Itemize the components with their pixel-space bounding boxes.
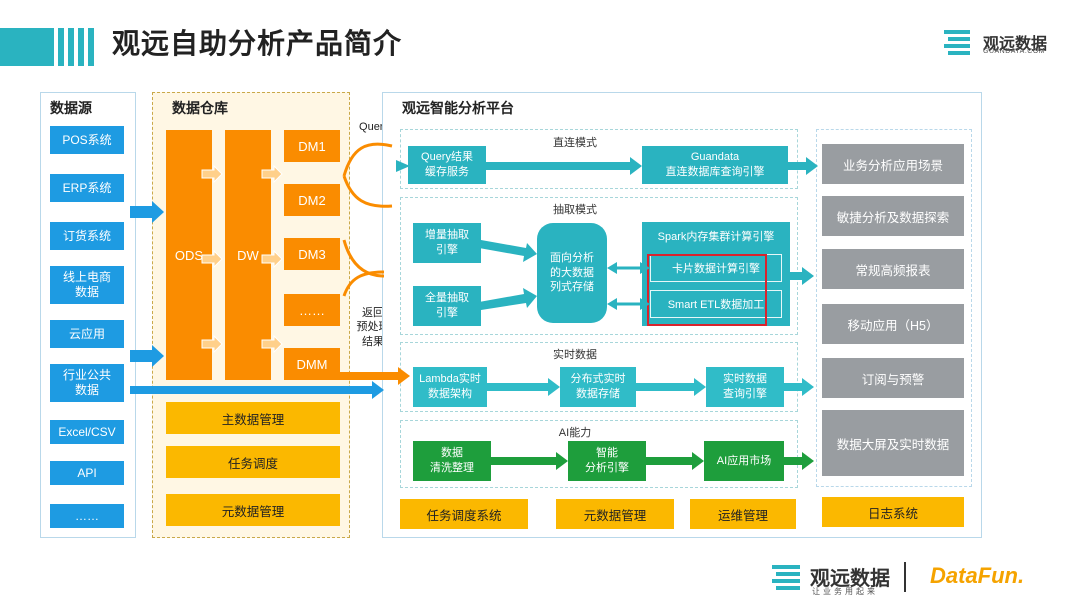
source-item: 线上电商 数据 (50, 266, 124, 304)
card-compute-engine: 卡片数据计算引擎 (650, 254, 782, 282)
task-scheduling: 任务调度 (166, 446, 340, 478)
platform-metadata-management: 元数据管理 (556, 499, 674, 529)
ai-app-market: AI应用市场 (704, 441, 784, 481)
datafun-logo: DataFun. (930, 563, 1025, 588)
distributed-storage: 分布式实时 数据存储 (560, 367, 636, 407)
spark-engine-label: Spark内存集群计算引擎 (657, 231, 775, 243)
dm-block: …… (284, 294, 340, 326)
source-bypass-arrow (130, 381, 384, 399)
guandata-logo-icon (944, 28, 974, 58)
source-item: 订货系统 (50, 222, 124, 250)
ai-label: AI能力 (558, 427, 592, 439)
app-item: 常规高频报表 (822, 249, 964, 289)
source-item: Excel/CSV (50, 420, 124, 444)
extract-mode-label: 抽取模式 (553, 204, 597, 216)
app-item: 敏捷分析及数据探索 (822, 196, 964, 236)
task-scheduling-system: 任务调度系统 (400, 499, 528, 529)
app-item: 业务分析应用场景 (822, 144, 964, 184)
source-item: …… (50, 504, 124, 528)
footer-slogan: 让业务用起来 (812, 587, 878, 596)
full-extract-engine: 全量抽取 引擎 (413, 286, 481, 326)
columnar-storage: 面向分析 的大数据 列式存储 (537, 223, 607, 323)
realtime-query-engine: 实时数据 查询引擎 (706, 367, 784, 407)
warehouse-title: 数据仓库 (172, 100, 228, 116)
platform-title: 观远智能分析平台 (402, 100, 514, 116)
query-label: Query (359, 121, 389, 133)
dm-block: DMM (284, 348, 340, 380)
dm-block: DM1 (284, 130, 340, 162)
app-item: 移动应用（H5） (822, 304, 964, 344)
ai-panel (400, 420, 798, 488)
footer-divider (904, 562, 906, 592)
direct-query-engine: Guandata 直连数据库查询引擎 (642, 146, 788, 184)
return-label: 返回 预处理 结果 (356, 307, 390, 348)
smart-etl: Smart ETL数据加工 (650, 290, 782, 318)
page-title: 观远自助分析产品简介 (112, 28, 403, 59)
app-item: 数据大屏及实时数据 (822, 410, 964, 476)
realtime-label: 实时数据 (553, 349, 597, 361)
sources-title: 数据源 (50, 100, 92, 116)
source-item: 云应用 (50, 320, 124, 348)
query-curve (342, 142, 393, 177)
master-data-management: 主数据管理 (166, 402, 340, 434)
log-system: 日志系统 (822, 497, 964, 527)
app-item: 订阅与预警 (822, 358, 964, 398)
source-item: API (50, 461, 124, 485)
dm-block: DM3 (284, 238, 340, 270)
dm-block: DM2 (284, 184, 340, 216)
source-item: POS系统 (50, 126, 124, 154)
return-curve (342, 270, 385, 297)
dmm-arrow (340, 367, 410, 385)
ops-management: 运维管理 (690, 499, 796, 529)
query-curve (342, 175, 393, 208)
source-item: 行业公共 数据 (50, 364, 124, 402)
source-item: ERP系统 (50, 174, 124, 202)
logo-name: 观远数据 (983, 36, 1048, 53)
return-curve (342, 239, 385, 278)
direct-mode-panel (400, 129, 798, 189)
footer-logo-icon (772, 563, 804, 595)
source-arrow (130, 201, 164, 367)
footer-brand: 观远数据 (810, 568, 890, 590)
query-cache-service: Query结果 缓存服务 (408, 146, 486, 184)
lambda-architecture: Lambda实时 数据架构 (413, 367, 487, 407)
highlight-box (647, 254, 767, 326)
metadata-management: 元数据管理 (166, 494, 340, 526)
incremental-extract-engine: 增量抽取 引擎 (413, 223, 481, 263)
logo-domain: GUANDATA.COM (983, 48, 1046, 55)
extract-mode-panel (400, 197, 798, 335)
smart-analysis-engine: 智能 分析引擎 (568, 441, 646, 481)
direct-mode-label: 直连模式 (553, 137, 597, 149)
applications-panel (816, 129, 972, 487)
data-cleaning: 数据 清洗整理 (413, 441, 491, 481)
